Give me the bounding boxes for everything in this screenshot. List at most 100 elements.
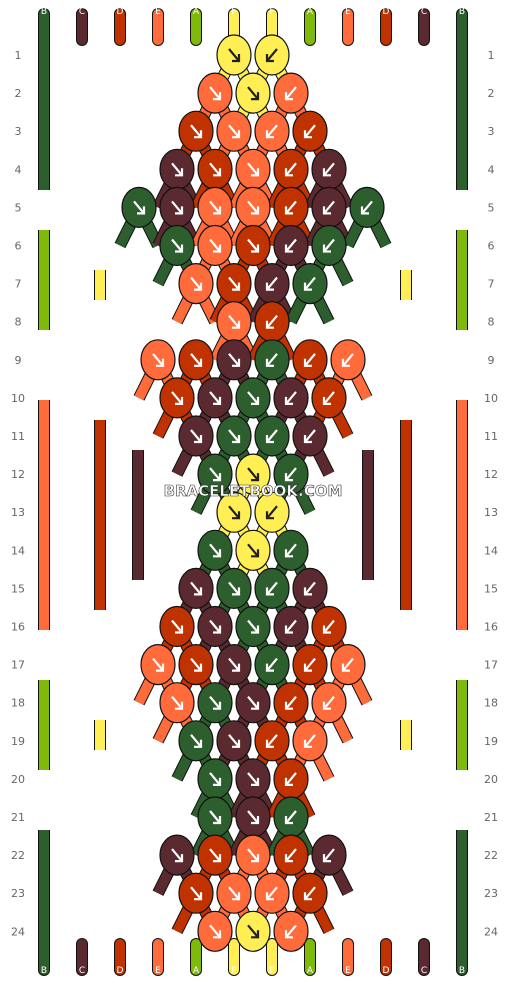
knot[interactable] xyxy=(254,110,290,152)
knot[interactable] xyxy=(273,148,309,190)
knot[interactable] xyxy=(292,720,328,762)
knot[interactable] xyxy=(216,491,252,533)
knot[interactable] xyxy=(159,224,195,267)
knot[interactable] xyxy=(197,796,233,838)
knot[interactable] xyxy=(178,415,214,457)
knot[interactable] xyxy=(159,186,195,228)
knot[interactable] xyxy=(159,148,195,190)
knot[interactable] xyxy=(254,567,290,610)
knot[interactable] xyxy=(235,529,271,571)
knot-arrow-head-icon xyxy=(232,282,241,291)
knot[interactable] xyxy=(216,263,252,305)
knot[interactable] xyxy=(330,643,366,686)
knot[interactable] xyxy=(273,377,309,419)
knot[interactable] xyxy=(178,110,214,152)
knot[interactable] xyxy=(159,834,195,876)
knot[interactable] xyxy=(254,34,290,76)
knot[interactable] xyxy=(235,224,271,267)
knot[interactable] xyxy=(235,377,271,419)
knot[interactable] xyxy=(178,643,214,686)
knot[interactable] xyxy=(216,872,252,914)
knot[interactable] xyxy=(197,605,233,648)
knot[interactable] xyxy=(159,605,195,648)
knot[interactable] xyxy=(197,758,233,800)
knot[interactable] xyxy=(273,605,309,648)
knot[interactable] xyxy=(273,682,309,724)
knot[interactable] xyxy=(235,910,271,952)
knot[interactable] xyxy=(178,567,214,610)
knot[interactable] xyxy=(197,682,233,724)
knot[interactable] xyxy=(254,720,290,762)
knot[interactable] xyxy=(311,224,347,267)
knot-arrow-icon xyxy=(285,391,297,405)
knot[interactable] xyxy=(254,643,290,686)
knot[interactable] xyxy=(273,453,309,495)
knot[interactable] xyxy=(197,377,233,419)
knot[interactable] xyxy=(273,834,309,876)
knot[interactable] xyxy=(273,224,309,267)
knot[interactable] xyxy=(292,110,328,152)
knot[interactable] xyxy=(140,643,176,686)
knot[interactable] xyxy=(273,529,309,571)
knot[interactable] xyxy=(197,186,233,228)
knot[interactable] xyxy=(178,720,214,762)
knot[interactable] xyxy=(197,148,233,190)
knot[interactable] xyxy=(311,682,347,724)
knot[interactable] xyxy=(197,72,233,114)
knot[interactable] xyxy=(197,453,233,495)
knot[interactable] xyxy=(273,910,309,952)
knot[interactable] xyxy=(216,415,252,457)
knot[interactable] xyxy=(235,453,271,495)
knot[interactable] xyxy=(235,834,271,876)
knot[interactable] xyxy=(235,682,271,724)
knot[interactable] xyxy=(121,186,157,228)
knot[interactable] xyxy=(197,224,233,267)
knot[interactable] xyxy=(311,834,347,876)
knot[interactable] xyxy=(311,148,347,190)
knot[interactable] xyxy=(235,605,271,648)
knot[interactable] xyxy=(273,72,309,114)
knot[interactable] xyxy=(254,339,290,381)
knot[interactable] xyxy=(159,682,195,724)
knot[interactable] xyxy=(292,339,328,381)
knot[interactable] xyxy=(349,186,385,228)
knot[interactable] xyxy=(178,872,214,914)
knot[interactable] xyxy=(216,301,252,343)
knot[interactable] xyxy=(216,567,252,610)
knot[interactable] xyxy=(216,34,252,76)
knot[interactable] xyxy=(292,643,328,686)
knot[interactable] xyxy=(254,263,290,305)
knot[interactable] xyxy=(159,377,195,419)
knot[interactable] xyxy=(273,758,309,800)
knot[interactable] xyxy=(140,339,176,381)
knot[interactable] xyxy=(235,758,271,800)
knot[interactable] xyxy=(273,186,309,228)
knot[interactable] xyxy=(235,148,271,190)
knot[interactable] xyxy=(311,186,347,228)
knot[interactable] xyxy=(216,643,252,686)
knot[interactable] xyxy=(330,339,366,381)
knot[interactable] xyxy=(235,796,271,838)
knot[interactable] xyxy=(216,720,252,762)
knot[interactable] xyxy=(273,796,309,838)
knot[interactable] xyxy=(254,415,290,457)
knot[interactable] xyxy=(216,339,252,381)
knot[interactable] xyxy=(292,263,328,305)
knot-arrow-icon xyxy=(209,619,221,634)
knot[interactable] xyxy=(216,110,252,152)
knot[interactable] xyxy=(178,263,214,305)
knot[interactable] xyxy=(292,415,328,457)
knot[interactable] xyxy=(197,834,233,876)
knot[interactable] xyxy=(311,605,347,648)
knot[interactable] xyxy=(235,186,271,228)
knot[interactable] xyxy=(178,339,214,381)
knot[interactable] xyxy=(254,872,290,914)
knot[interactable] xyxy=(292,567,328,610)
knot[interactable] xyxy=(235,72,271,114)
knot[interactable] xyxy=(197,910,233,952)
knot[interactable] xyxy=(311,377,347,419)
knot[interactable] xyxy=(254,491,290,533)
knot[interactable] xyxy=(254,301,290,343)
knot[interactable] xyxy=(292,872,328,914)
knot[interactable] xyxy=(197,529,233,571)
